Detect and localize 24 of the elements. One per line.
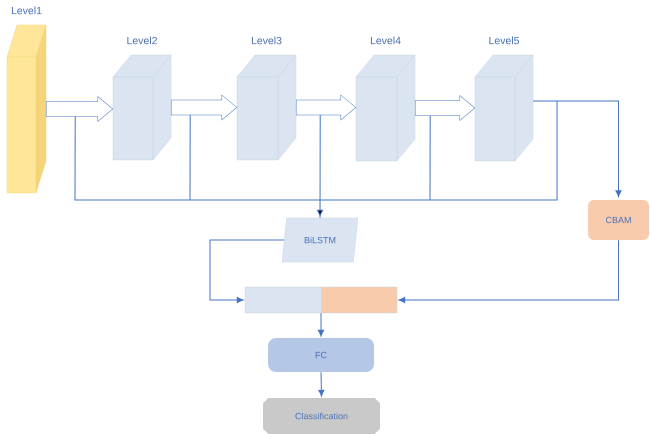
node-label: Level1 [12, 6, 42, 14]
cube-block: Level1 [6, 6, 46, 194]
arrow [74, 100, 558, 218]
node-label: Level2 [127, 36, 157, 44]
block-arrow [296, 94, 356, 120]
node-label: Level3 [252, 36, 282, 44]
arrow [210, 240, 285, 304]
cube-block: Level4 [356, 36, 416, 162]
cube-block: Level5 [474, 36, 534, 162]
process-box: CBAM [588, 200, 649, 240]
parallelogram-box: BiLSTM [282, 218, 358, 262]
arrow [318, 372, 324, 397]
arrow [398, 240, 619, 304]
block-arrow [170, 94, 238, 120]
arrow [532, 100, 622, 197]
block-arrow [46, 96, 114, 122]
cube-block: Level3 [236, 36, 296, 160]
process-box: FC [268, 338, 374, 372]
cube-block: Level2 [112, 36, 172, 160]
concatenation-bar [244, 286, 398, 314]
block-arrow [414, 95, 476, 121]
node-label: Level5 [489, 36, 520, 44]
arrow [318, 312, 324, 336]
node-label: Level4 [370, 36, 401, 44]
